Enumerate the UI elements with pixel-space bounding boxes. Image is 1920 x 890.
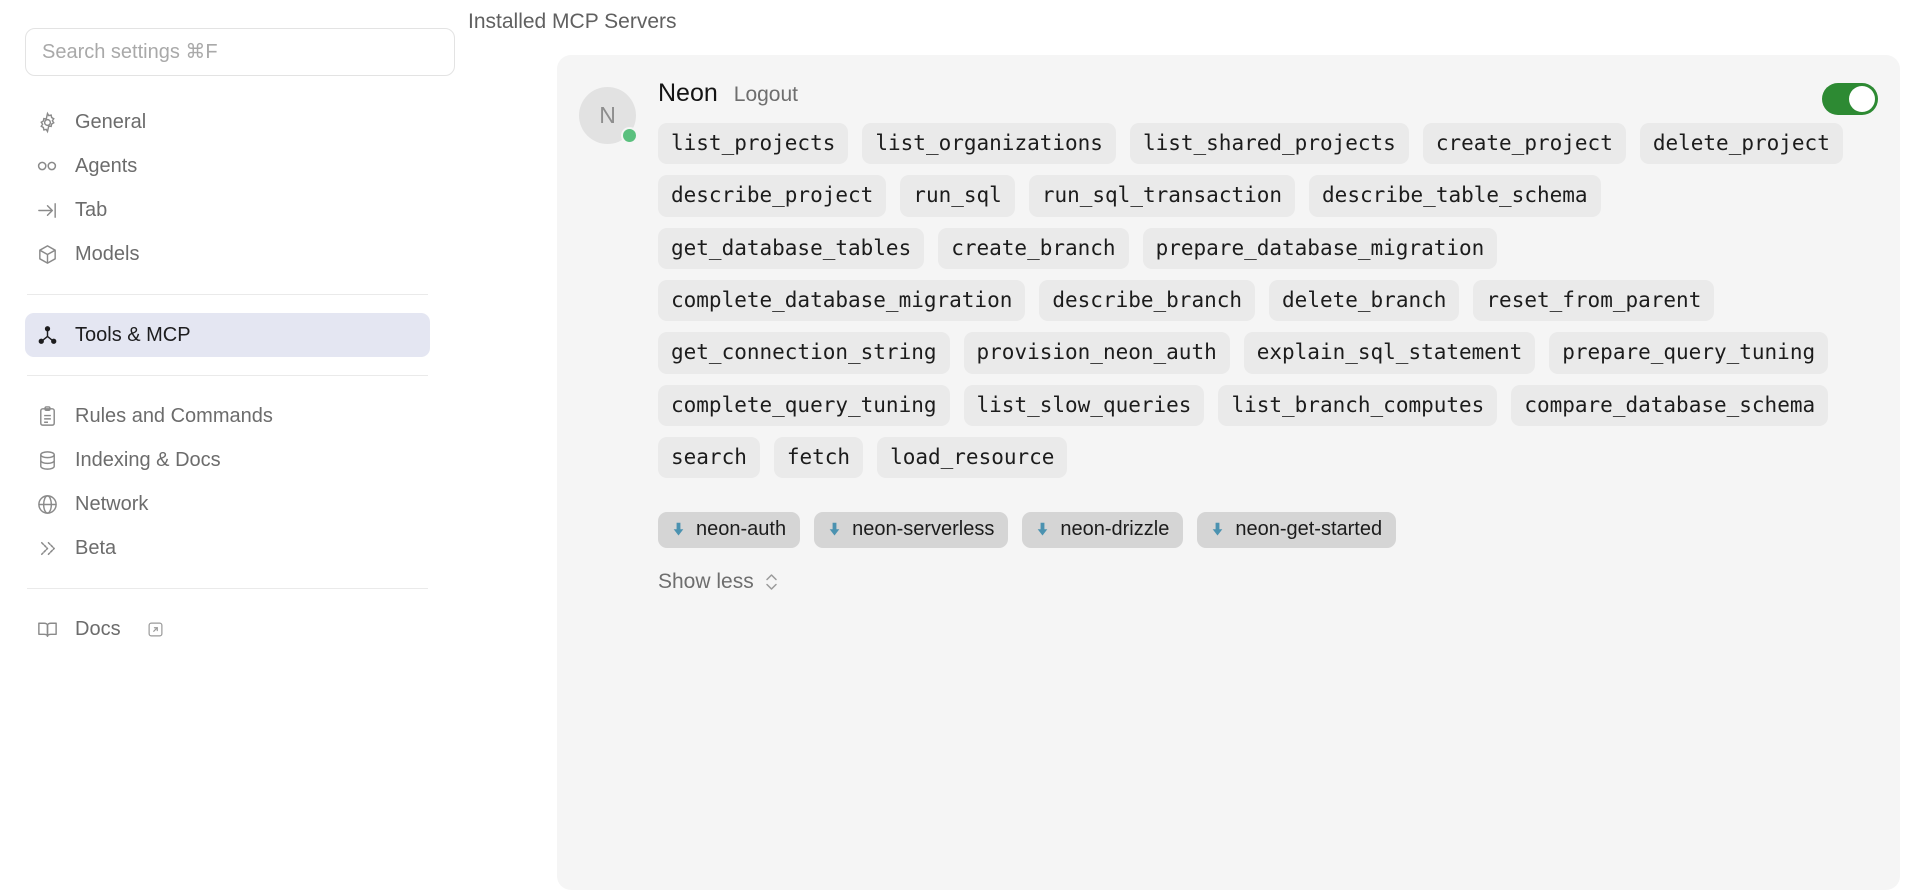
external-link-icon (147, 621, 164, 638)
sidebar-item-label: Rules and Commands (75, 404, 273, 427)
clipboard-icon (35, 404, 59, 428)
tool-chip[interactable]: describe_table_schema (1309, 175, 1601, 217)
tool-chip[interactable]: prepare_query_tuning (1549, 332, 1829, 374)
tool-chip[interactable]: fetch (773, 437, 864, 479)
tool-chip[interactable]: run_sql (900, 175, 1015, 217)
show-less-label: Show less (658, 570, 754, 594)
sidebar-item-general[interactable]: General (25, 100, 430, 144)
nav-group-primary: General Agents Tab (25, 96, 430, 280)
resource-chip[interactable]: neon-serverless (814, 512, 1009, 549)
page-title: Installed MCP Servers (468, 10, 677, 33)
server-header: Neon Logout (658, 79, 1878, 115)
tool-chip-list: list_projects list_organizations list_sh… (658, 123, 1878, 479)
node-graph-icon (35, 323, 59, 347)
search-input[interactable] (40, 39, 440, 65)
nav-group-external: Docs (25, 603, 430, 655)
sidebar-divider-1 (27, 294, 428, 295)
book-icon (35, 617, 59, 641)
tool-chip[interactable]: list_organizations (862, 123, 1116, 165)
tool-chip[interactable]: prepare_database_migration (1142, 227, 1498, 270)
tool-chip[interactable]: list_projects (658, 123, 849, 165)
resource-chip-list: neon-auth neon-serverless (658, 512, 1878, 549)
tool-chip[interactable]: describe_project (658, 175, 887, 217)
tool-chip[interactable]: get_connection_string (658, 332, 950, 374)
sidebar-item-indexing-and-docs[interactable]: Indexing & Docs (25, 438, 430, 482)
sidebar-item-models[interactable]: Models (25, 232, 430, 276)
tool-chip[interactable]: create_project (1422, 123, 1626, 165)
tool-chip[interactable]: describe_branch (1039, 280, 1256, 322)
tool-chip[interactable]: create_branch (938, 227, 1129, 270)
nav-group-tools: Tools & MCP (25, 309, 430, 361)
sidebar-item-agents[interactable]: Agents (25, 144, 430, 188)
sidebar-item-label: Tools & MCP (75, 323, 191, 346)
globe-icon (35, 492, 59, 516)
tool-chip[interactable]: delete_branch (1269, 280, 1460, 322)
sidebar-item-label: Tab (75, 198, 108, 221)
sidebar-item-label: General (75, 110, 147, 133)
mcp-server-card-neon: N Neon Logout list_projects list_organiz… (557, 55, 1900, 890)
sidebar-divider-2 (27, 375, 428, 376)
settings-sidebar: General Agents Tab (0, 0, 455, 890)
resource-chip-label: neon-auth (696, 518, 787, 541)
tool-chip[interactable]: get_database_tables (658, 227, 925, 270)
download-icon (1034, 520, 1051, 539)
search-settings-box[interactable] (25, 28, 455, 76)
sidebar-item-label: Network (75, 492, 149, 515)
sidebar-item-docs[interactable]: Docs (25, 607, 430, 651)
tab-arrow-icon (35, 198, 59, 222)
tool-chip[interactable]: complete_database_migration (658, 280, 1026, 322)
download-icon (826, 520, 843, 539)
tool-chip[interactable]: explain_sql_statement (1243, 332, 1536, 374)
sidebar-item-label: Docs (75, 617, 121, 640)
resource-chip-label: neon-get-started (1235, 518, 1383, 541)
resource-chip[interactable]: neon-get-started (1197, 512, 1397, 549)
database-icon (35, 448, 59, 472)
status-badge (621, 127, 638, 144)
tool-chip[interactable]: search (658, 437, 760, 479)
tool-chip[interactable]: provision_neon_auth (963, 332, 1230, 374)
resource-chip[interactable]: neon-drizzle (1022, 512, 1184, 549)
tool-chip[interactable]: list_slow_queries (963, 384, 1205, 427)
avatar: N (579, 87, 638, 144)
resource-chip[interactable]: neon-auth (658, 512, 801, 549)
download-icon (1209, 520, 1226, 539)
double-chevron-icon (35, 536, 59, 560)
tool-chip[interactable]: complete_query_tuning (658, 384, 950, 427)
infinity-icon (35, 154, 59, 178)
sidebar-item-label: Beta (75, 536, 117, 559)
server-details: Neon Logout list_projects list_organizat… (658, 79, 1878, 594)
tool-chip[interactable]: compare_database_schema (1511, 384, 1829, 427)
sidebar-item-tools-mcp[interactable]: Tools & MCP (25, 313, 430, 357)
gear-icon (35, 110, 59, 134)
logout-button[interactable]: Logout (733, 83, 798, 106)
tool-chip[interactable]: delete_project (1639, 123, 1843, 165)
toggle-knob (1849, 86, 1875, 112)
show-less-button[interactable]: Show less (658, 570, 779, 594)
download-icon (670, 520, 687, 539)
server-enable-toggle[interactable] (1822, 83, 1878, 115)
tool-chip[interactable]: list_branch_computes (1218, 384, 1498, 427)
tool-chip[interactable]: reset_from_parent (1473, 280, 1715, 322)
tool-chip[interactable]: run_sql_transaction (1028, 175, 1296, 217)
sidebar-item-label: Agents (75, 154, 138, 177)
resource-chip-label: neon-serverless (852, 518, 995, 541)
sidebar-item-beta[interactable]: Beta (25, 526, 430, 570)
sidebar-divider-3 (27, 588, 428, 589)
sidebar-item-rules-and-commands[interactable]: Rules and Commands (25, 394, 430, 438)
sidebar-item-label: Models (75, 242, 140, 265)
sidebar-item-tab[interactable]: Tab (25, 188, 430, 232)
main-content: Installed MCP Servers N Neon Logout list… (455, 0, 1920, 890)
resource-chip-label: neon-drizzle (1060, 518, 1170, 541)
cube-icon (35, 242, 59, 266)
chevron-updown-icon (764, 571, 779, 593)
sidebar-item-label: Indexing & Docs (75, 448, 221, 471)
tool-chip[interactable]: load_resource (877, 437, 1068, 479)
server-name: Neon (658, 79, 718, 107)
tool-chip[interactable]: list_shared_projects (1129, 123, 1409, 165)
sidebar-item-network[interactable]: Network (25, 482, 430, 526)
nav-group-secondary: Rules and Commands Indexing & Docs (25, 390, 430, 574)
